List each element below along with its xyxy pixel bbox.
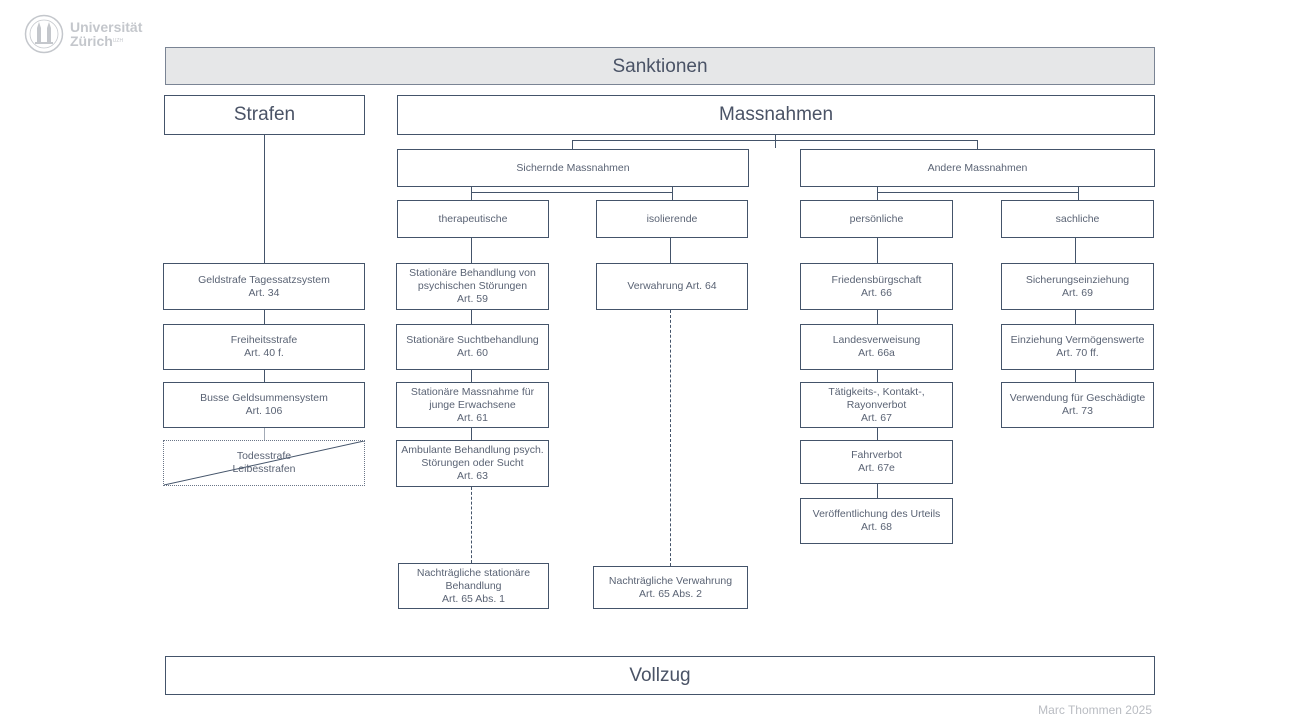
university-seal-icon: [24, 14, 64, 54]
connector: [471, 186, 472, 200]
connector: [877, 370, 878, 382]
art66a-box: Landesverweisung Art. 66a: [800, 324, 953, 370]
sichernde-massnahmen-box: Sichernde Massnahmen: [397, 149, 749, 187]
sanktionen-header: Sanktionen: [165, 47, 1155, 85]
art61-box: Stationäre Massnahme für junge Erwachsen…: [396, 382, 549, 428]
logo-line2: Zürich: [70, 33, 113, 49]
logo-line1: Universität: [70, 19, 143, 35]
art64-box: Verwahrung Art. 64: [596, 263, 748, 310]
art67e-box: Fahrverbot Art. 67e: [800, 440, 953, 484]
author-credit: Marc Thommen 2025: [1038, 703, 1152, 717]
connector: [471, 370, 472, 382]
art66-box: Friedensbürgschaft Art. 66: [800, 263, 953, 310]
connector: [471, 428, 472, 440]
todesstrafe-box: Todesstrafe Leibesstrafen: [163, 440, 365, 486]
geldstrafe-box: Geldstrafe Tagessatzsystem Art. 34: [163, 263, 365, 310]
connector-dashed: [670, 310, 671, 566]
connector: [1075, 238, 1076, 263]
connector: [264, 135, 265, 263]
connector: [877, 192, 1078, 193]
connector-dashed: [471, 487, 472, 563]
sachliche-box: sachliche: [1001, 200, 1154, 238]
connector: [1078, 186, 1079, 200]
art68-box: Veröffentlichung des Urteils Art. 68: [800, 498, 953, 544]
connector: [471, 238, 472, 263]
connector: [471, 192, 672, 193]
persoenliche-box: persönliche: [800, 200, 953, 238]
logo-text: Universität ZürichUZH: [70, 20, 142, 48]
connector: [471, 310, 472, 324]
isolierende-box: isolierende: [596, 200, 748, 238]
art67-box: Tätigkeits-, Kontakt-, Rayonverbot Art. …: [800, 382, 953, 428]
art69-box: Sicherungseinziehung Art. 69: [1001, 263, 1154, 310]
todesstrafe-label: Todesstrafe Leibesstrafen: [232, 450, 296, 475]
connector: [264, 428, 265, 440]
art65-abs2-box: Nachträgliche Verwahrung Art. 65 Abs. 2: [593, 566, 748, 609]
art73-box: Verwendung für Geschädigte Art. 73: [1001, 382, 1154, 428]
connector: [977, 140, 978, 149]
logo-superscript: UZH: [112, 38, 124, 44]
connector: [775, 135, 776, 148]
vollzug-box: Vollzug: [165, 656, 1155, 695]
art59-box: Stationäre Behandlung von psychischen St…: [396, 263, 549, 310]
art70-box: Einziehung Vermögenswerte Art. 70 ff.: [1001, 324, 1154, 370]
andere-massnahmen-box: Andere Massnahmen: [800, 149, 1155, 187]
connector: [877, 484, 878, 498]
massnahmen-box: Massnahmen: [397, 95, 1155, 135]
connector: [877, 186, 878, 200]
connector: [877, 428, 878, 440]
university-logo: Universität ZürichUZH: [24, 14, 142, 54]
connector: [877, 238, 878, 263]
art65-abs1-box: Nachträgliche stationäre Behandlung Art.…: [398, 563, 549, 609]
connector: [672, 186, 673, 200]
freiheitsstrafe-box: Freiheitsstrafe Art. 40 f.: [163, 324, 365, 370]
therapeutische-box: therapeutische: [397, 200, 549, 238]
connector: [264, 310, 265, 324]
art63-box: Ambulante Behandlung psych. Störungen od…: [396, 440, 549, 487]
art60-box: Stationäre Suchtbehandlung Art. 60: [396, 324, 549, 370]
connector: [1075, 310, 1076, 324]
connector: [572, 140, 977, 141]
connector: [1075, 370, 1076, 382]
strikethrough-line: [164, 441, 364, 485]
connector: [877, 310, 878, 324]
connector: [572, 140, 573, 149]
connector: [264, 370, 265, 382]
connector: [670, 238, 671, 263]
busse-box: Busse Geldsummensystem Art. 106: [163, 382, 365, 428]
strafen-box: Strafen: [164, 95, 365, 135]
